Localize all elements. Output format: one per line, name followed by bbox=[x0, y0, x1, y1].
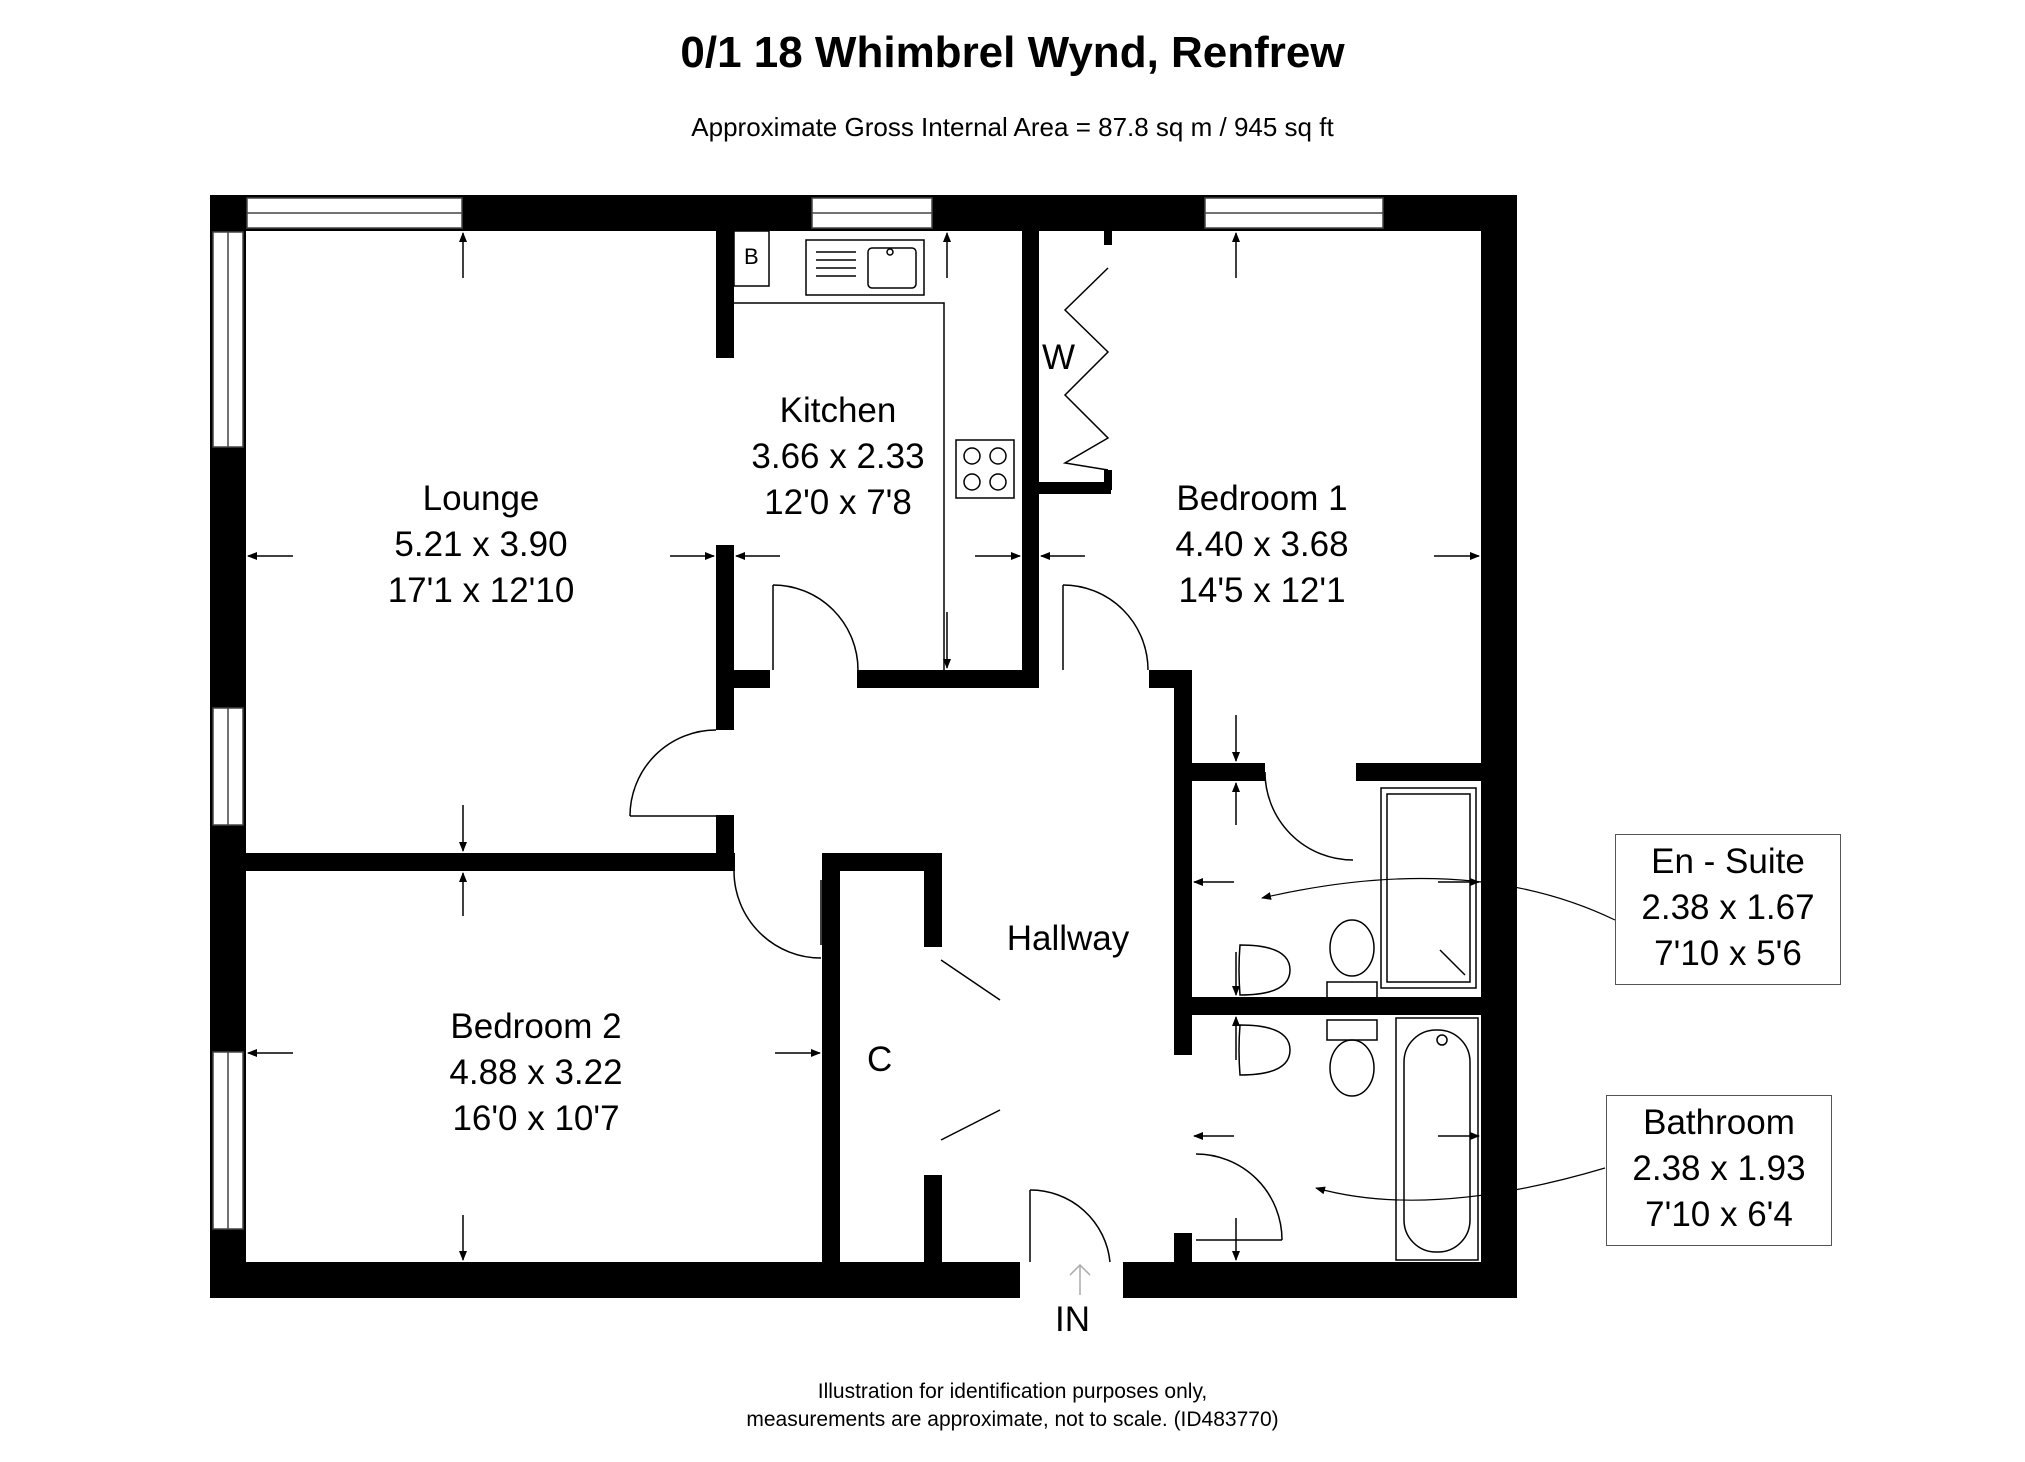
room-kitchen: Kitchen 3.66 x 2.33 12'0 x 7'8 bbox=[751, 388, 924, 526]
room-lounge: Lounge 5.21 x 3.90 17'1 x 12'10 bbox=[388, 476, 575, 614]
room-metric: 4.40 x 3.68 bbox=[1175, 525, 1349, 564]
hob bbox=[955, 439, 1015, 499]
gross-area-subtitle: Approximate Gross Internal Area = 87.8 s… bbox=[691, 112, 1334, 142]
ensuite-label-box: En - Suite 2.38 x 1.67 7'10 x 5'6 bbox=[1615, 834, 1841, 985]
room-name: Bathroom bbox=[1643, 1103, 1795, 1142]
room-name: Bedroom 1 bbox=[1176, 479, 1348, 518]
room-metric: 4.88 x 3.22 bbox=[449, 1053, 623, 1092]
dimension-arrows bbox=[247, 232, 1480, 1261]
room-name: Bedroom 2 bbox=[450, 1007, 622, 1046]
disclaimer-line-1: Illustration for identification purposes… bbox=[817, 1380, 1208, 1403]
ensuite-basin bbox=[1238, 944, 1291, 996]
outer-walls bbox=[210, 195, 1517, 1298]
room-imperial: 7'10 x 5'6 bbox=[1654, 934, 1802, 973]
room-imperial: 17'1 x 12'10 bbox=[387, 571, 575, 610]
room-name: Kitchen bbox=[779, 391, 897, 430]
wardrobe-tag: W bbox=[1042, 338, 1076, 377]
room-bedroom-1: Bedroom 1 4.40 x 3.68 14'5 x 12'1 bbox=[1175, 476, 1348, 614]
boiler-tag: B bbox=[744, 244, 759, 269]
room-imperial: 14'5 x 12'1 bbox=[1178, 571, 1346, 610]
room-metric: 2.38 x 1.67 bbox=[1641, 888, 1815, 927]
boiler-box bbox=[733, 230, 770, 287]
room-name: Lounge bbox=[422, 479, 540, 518]
bathroom-basin bbox=[1238, 1024, 1291, 1076]
room-hallway: Hallway bbox=[1007, 916, 1130, 962]
room-name: Hallway bbox=[1006, 919, 1130, 958]
room-metric: 5.21 x 3.90 bbox=[394, 525, 568, 564]
leader-lines bbox=[1261, 877, 1616, 1201]
toilet-cistern bbox=[1326, 981, 1378, 1003]
room-metric: 2.38 x 1.93 bbox=[1632, 1149, 1806, 1188]
disclaimer-line-2: measurements are approximate, not to sca… bbox=[746, 1408, 1279, 1431]
bathtub bbox=[1395, 1017, 1479, 1261]
door-swings bbox=[629, 584, 1354, 1295]
shower-tray bbox=[1380, 787, 1477, 989]
room-bedroom-2: Bedroom 2 4.88 x 3.22 16'0 x 10'7 bbox=[449, 1004, 622, 1142]
cupboard-tag: C bbox=[867, 1040, 893, 1079]
wardrobe-doors bbox=[1062, 267, 1110, 471]
windows bbox=[212, 197, 1384, 1230]
room-imperial: 12'0 x 7'8 bbox=[764, 483, 912, 522]
kitchen-sink bbox=[805, 239, 925, 296]
room-name: En - Suite bbox=[1651, 842, 1805, 881]
internal-walls bbox=[246, 231, 1481, 1265]
entrance-tag: IN bbox=[1055, 1300, 1090, 1339]
kitchen-worktop bbox=[734, 302, 945, 670]
plan-title: 0/1 18 Whimbrel Wynd, Renfrew bbox=[680, 28, 1345, 77]
room-imperial: 7'10 x 6'4 bbox=[1645, 1195, 1793, 1234]
fittings bbox=[733, 230, 1479, 1261]
bathroom-label-box: Bathroom 2.38 x 1.93 7'10 x 6'4 bbox=[1606, 1095, 1832, 1246]
room-metric: 3.66 x 2.33 bbox=[751, 437, 925, 476]
room-imperial: 16'0 x 10'7 bbox=[452, 1099, 620, 1138]
